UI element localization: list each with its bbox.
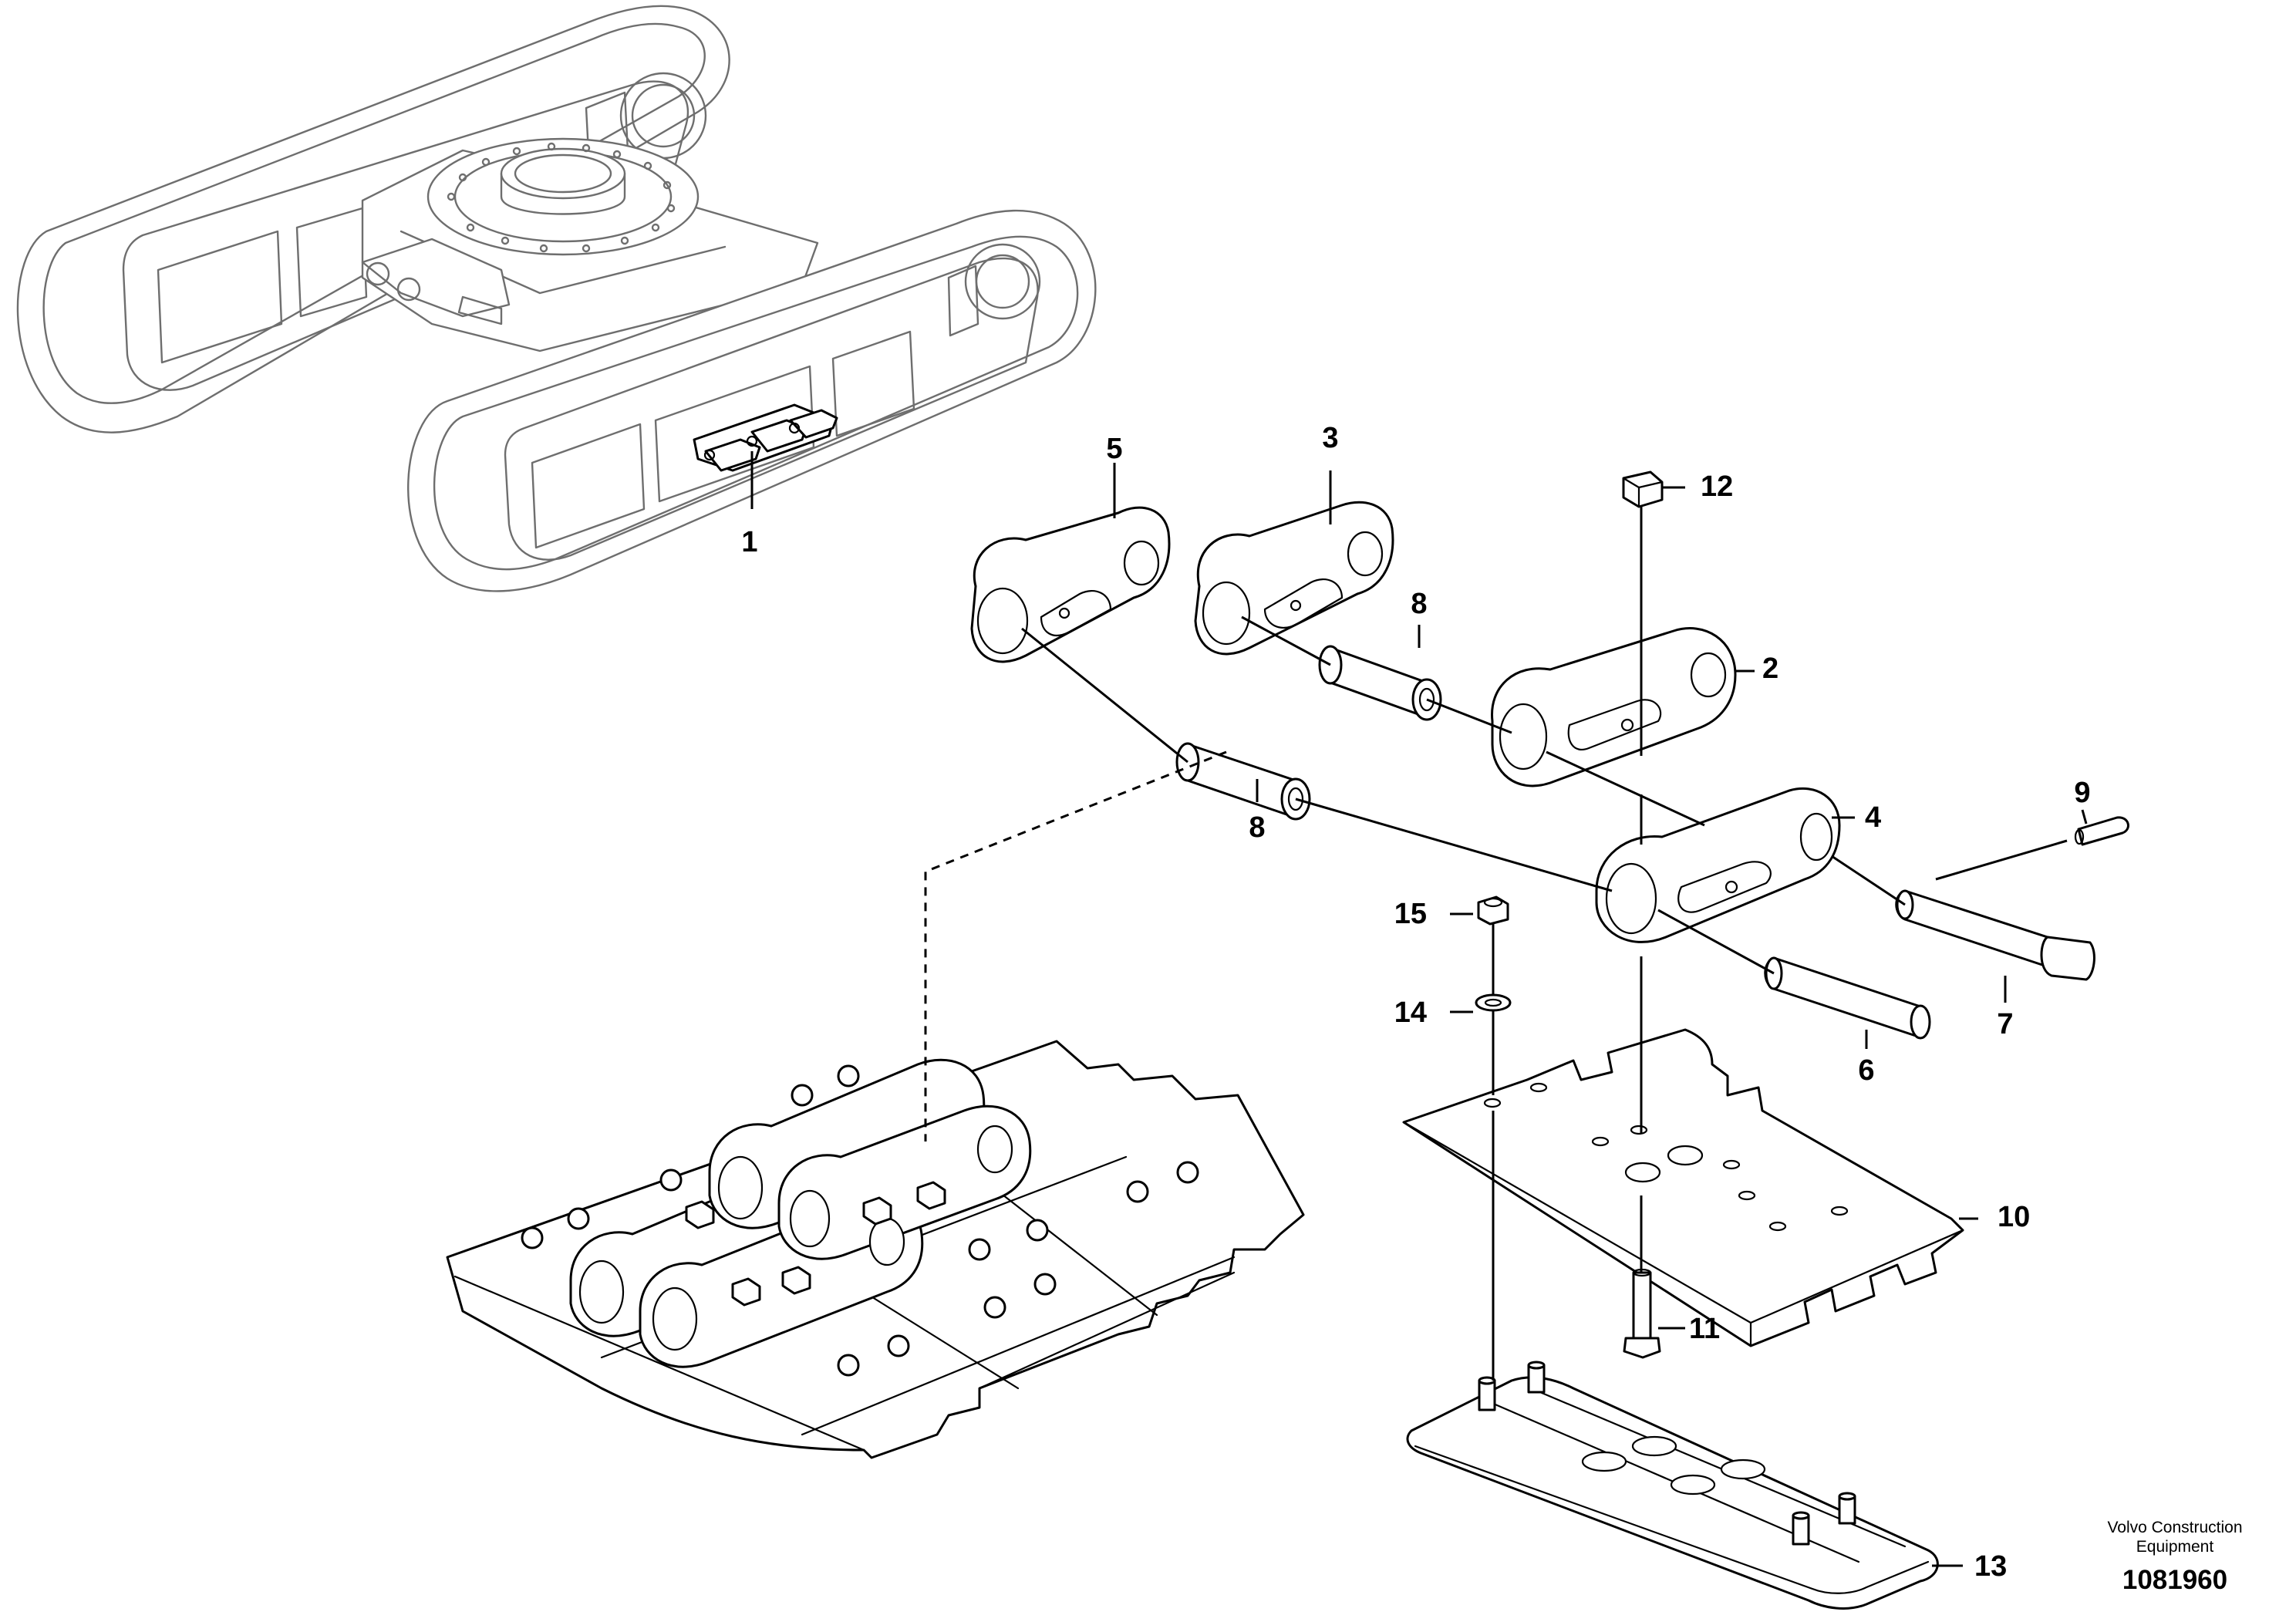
pin-6-shape [1764, 956, 1931, 1040]
callout-13: 13 [1974, 1550, 2007, 1583]
washer-14-shape [1475, 993, 1512, 1012]
pin-7-shape [1895, 889, 2095, 981]
callout-4: 4 [1865, 801, 1881, 834]
callout-8-lower: 8 [1249, 811, 1265, 844]
brand-line-1: Volvo Construction [2107, 1519, 2242, 1536]
undercarriage-overview [16, 5, 1097, 592]
bushing-8-lower-shape [1175, 742, 1311, 821]
callout-5: 5 [1106, 433, 1122, 465]
track-chain-thumbnail [693, 403, 838, 472]
callout-1: 1 [741, 526, 757, 558]
assembled-track-section [446, 1040, 1305, 1459]
cotter-pin-9-shape [2074, 816, 2129, 846]
nut-12-shape [1622, 470, 1664, 508]
callout-labels: 1 2 3 4 5 6 7 8 8 9 10 11 12 13 14 15 [741, 422, 2090, 1583]
callout-15: 15 [1394, 898, 1427, 930]
link-4-shape [1595, 787, 1841, 943]
callout-7: 7 [1997, 1008, 2013, 1040]
callout-3: 3 [1322, 422, 1338, 454]
callout-6: 6 [1858, 1054, 1874, 1087]
bolt-11-shape [1623, 1268, 1661, 1359]
callout-11: 11 [1689, 1313, 1720, 1345]
bushing-8-upper-shape [1318, 645, 1442, 721]
callout-12: 12 [1701, 470, 1733, 503]
document-number: 1081960 [2122, 1565, 2227, 1595]
brand-line-2: Equipment [2136, 1538, 2214, 1556]
assembly-lines [750, 451, 2088, 1567]
nut-15-shape [1477, 895, 1509, 926]
footer-brand-block: Volvo Construction Equipment 1081960 [2107, 1519, 2242, 1595]
callout-14: 14 [1394, 996, 1427, 1029]
track-shoe-10-shape [1402, 1028, 1964, 1347]
link-2-shape [1491, 627, 1737, 787]
callout-10: 10 [1998, 1201, 2030, 1233]
callout-9: 9 [2074, 777, 2090, 809]
callout-2: 2 [1762, 653, 1778, 685]
link-3-shape [1194, 501, 1394, 656]
rubber-pad-13-shape [1406, 1361, 1939, 1610]
link-5-shape [970, 506, 1171, 663]
callout-8-upper: 8 [1411, 588, 1427, 620]
